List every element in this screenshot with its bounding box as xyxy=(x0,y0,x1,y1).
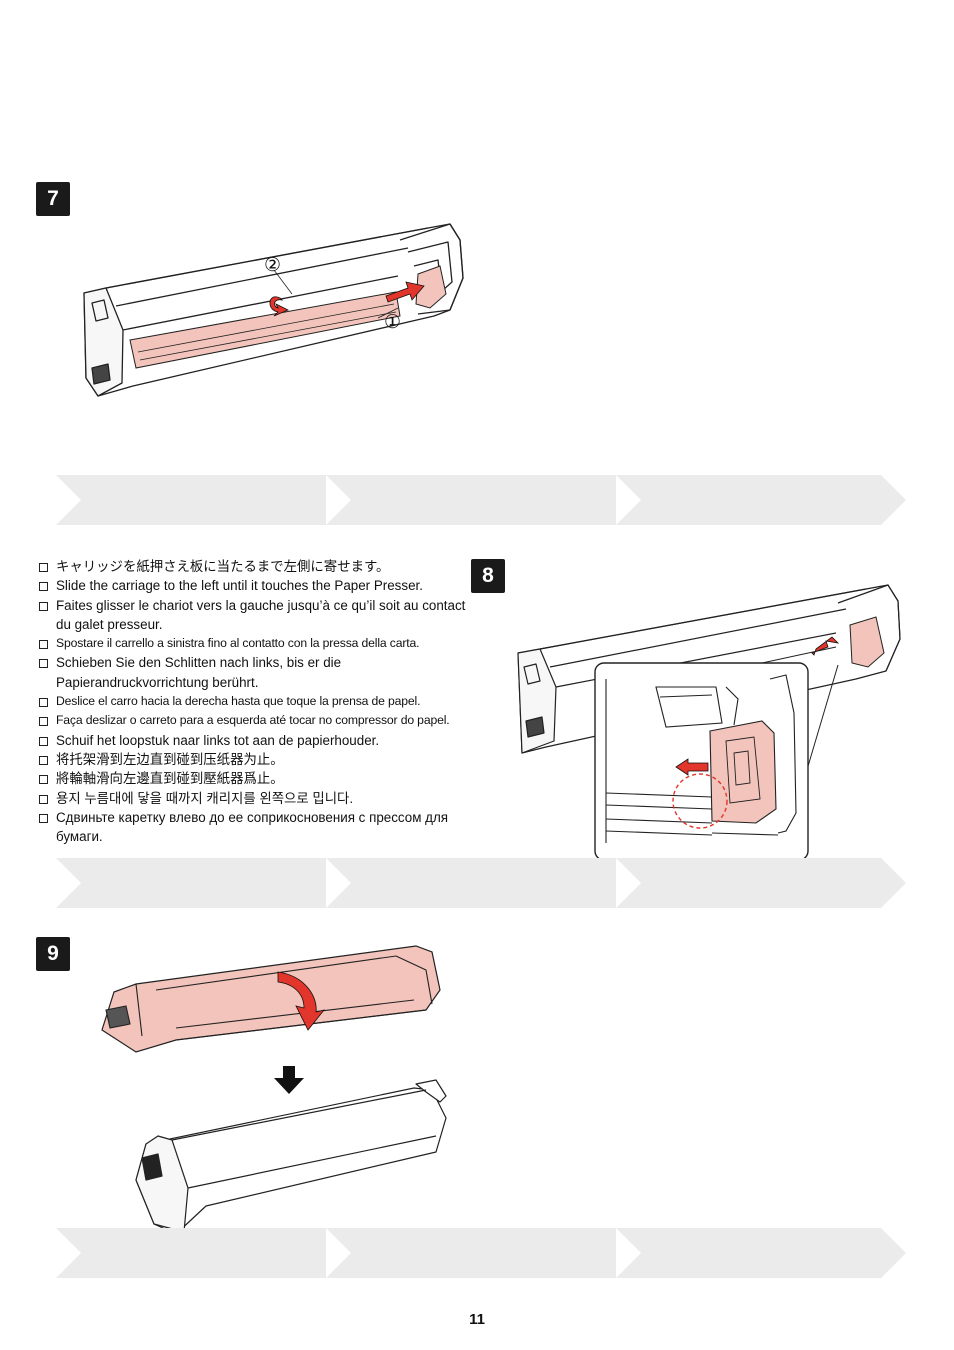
step-7-badge: 7 xyxy=(36,182,70,216)
step-number: 7 xyxy=(47,187,59,210)
instruction-en: Slide the carriage to the left until it … xyxy=(39,576,479,595)
slide-arrow-icon xyxy=(385,281,425,303)
checkbox-bullet-icon xyxy=(39,736,48,746)
carriage-highlight xyxy=(415,265,447,309)
checkbox-bullet-icon xyxy=(39,640,48,650)
checkbox-bullet-icon xyxy=(39,794,48,804)
carriage-detail-highlight xyxy=(709,720,777,824)
close-lid-arrow-icon xyxy=(277,971,326,1031)
checkbox-bullet-icon xyxy=(39,698,48,708)
callout-2: ② xyxy=(264,254,281,276)
checkbox-bullet-icon xyxy=(39,659,48,669)
instruction-es: Deslice el carro hacia la derecha hasta … xyxy=(39,692,479,711)
instruction-ko: 용지 누름대에 닿을 때까지 캐리지를 왼쪽으로 밉니다. xyxy=(39,789,479,808)
page-number: 11 xyxy=(469,1311,485,1328)
lid-highlight xyxy=(101,945,441,1053)
down-arrow-icon xyxy=(274,1066,304,1094)
instruction-de: Schieben Sie den Schlitten nach links, b… xyxy=(39,653,479,692)
instruction-nl: Schuif het loopstuk naar links tot aan d… xyxy=(39,731,479,750)
step-number: 9 xyxy=(47,942,59,965)
checkbox-bullet-icon xyxy=(39,813,48,823)
step-9-badge: 9 xyxy=(36,937,70,971)
instruction-zh-hans: 将托架滑到左边直到碰到压纸器为止。 xyxy=(39,750,479,769)
instruction-pt: Faça deslizar o carreto para a esquerda … xyxy=(39,711,479,730)
step-divider-band xyxy=(36,1228,909,1278)
instruction-ru: Сдвиньте каретку влево до ее соприкоснов… xyxy=(39,808,479,847)
contact-point-circle xyxy=(672,773,728,829)
checkbox-bullet-icon xyxy=(39,582,48,592)
step-8-illustration xyxy=(517,584,901,861)
checkbox-bullet-icon xyxy=(39,601,48,611)
instruction-list: キャリッジを紙押さえ板に当たるまで左側に寄せます。 Slide the carr… xyxy=(39,557,479,846)
step-7-illustration: ② ① xyxy=(83,223,464,397)
rotate-arrow-icon xyxy=(269,296,289,317)
checkbox-bullet-icon xyxy=(39,755,48,765)
step-9-illustration xyxy=(101,945,447,1235)
instruction-it: Spostare il carrello a sinistra fino al … xyxy=(39,634,479,653)
checkbox-bullet-icon xyxy=(39,563,48,572)
checkbox-bullet-icon xyxy=(39,717,48,727)
callout-1: ① xyxy=(384,311,401,333)
instruction-zh-hant: 將輪軸滑向左邊直到碰到壓紙器爲止。 xyxy=(39,769,479,788)
instruction-fr: Faites glisser le chariot vers la gauche… xyxy=(39,596,479,635)
step-number: 8 xyxy=(482,564,494,587)
instruction-ja: キャリッジを紙押さえ板に当たるまで左側に寄せます。 xyxy=(39,557,479,576)
step-divider-band xyxy=(36,475,909,525)
step-divider-band xyxy=(36,858,909,908)
step-8-badge: 8 xyxy=(471,559,505,593)
inset-slide-arrow-icon xyxy=(675,758,709,776)
detail-inset xyxy=(594,662,809,861)
checkbox-bullet-icon xyxy=(39,775,48,785)
